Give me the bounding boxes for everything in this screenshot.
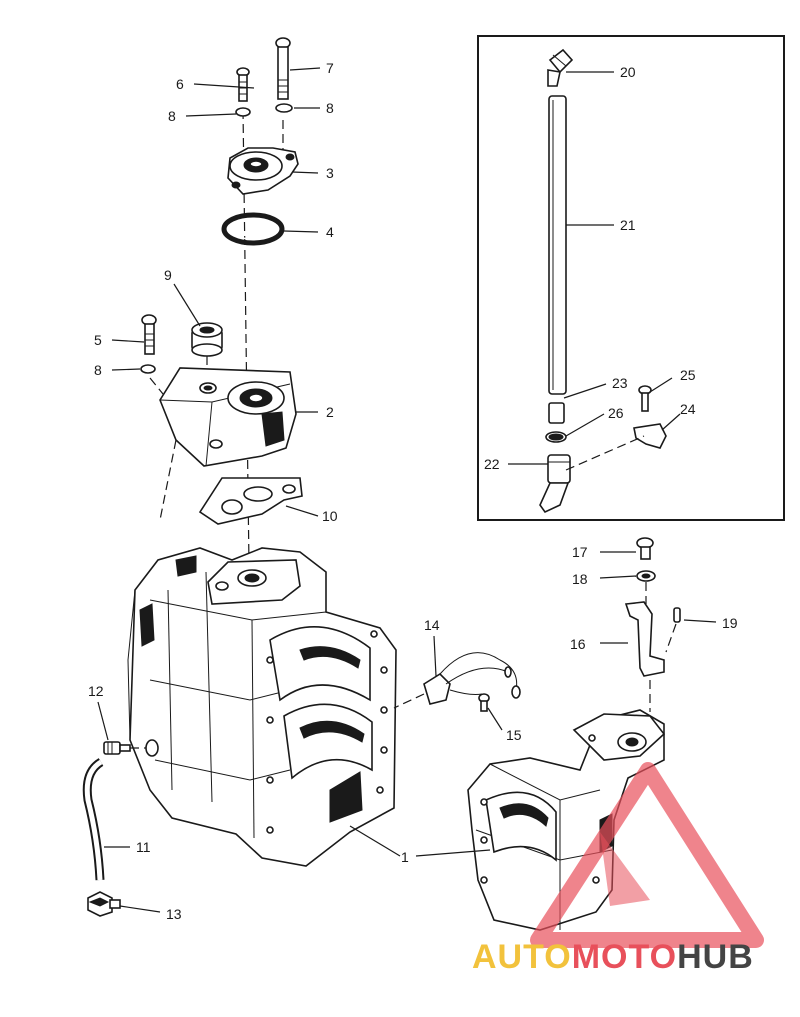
callout-8b: 8 <box>326 100 334 116</box>
watermark-text-moto: MOTO <box>572 938 677 976</box>
callout-14: 14 <box>424 617 440 633</box>
callout-13: 13 <box>166 906 182 922</box>
callout-17: 17 <box>572 544 588 560</box>
washer-left <box>235 107 251 117</box>
bolt-short <box>236 67 250 102</box>
callout-16: 16 <box>570 636 586 652</box>
callout-21: 21 <box>620 217 636 233</box>
bolt-mid <box>141 314 157 355</box>
watermark-text-hub: HUB <box>677 938 754 976</box>
watermark-triangle-inner <box>600 832 650 906</box>
callout-24: 24 <box>680 401 696 417</box>
small-screw <box>638 385 652 412</box>
sensor-harness <box>423 652 521 705</box>
callout-9: 9 <box>164 267 172 283</box>
callout-20: 20 <box>620 64 636 80</box>
crankcase-left <box>127 547 397 867</box>
lower-elbow <box>539 454 571 514</box>
hose-fitting-lower <box>87 891 121 917</box>
callout-25: 25 <box>680 367 696 383</box>
o-ring <box>221 212 285 246</box>
inset-frame <box>477 35 785 521</box>
callout-26: 26 <box>608 405 624 421</box>
long-tube <box>548 95 567 395</box>
callout-22: 22 <box>484 456 500 472</box>
dowel-pin <box>673 607 681 623</box>
hose-fitting-upper <box>103 741 131 755</box>
callout-2: 2 <box>326 404 334 420</box>
bolt-long <box>275 37 291 100</box>
svg-text:AUTOMOTOHUB: AUTOMOTOHUB <box>472 938 754 976</box>
callout-18: 18 <box>572 571 588 587</box>
callout-8c: 8 <box>94 362 102 378</box>
callout-12: 12 <box>88 683 104 699</box>
rubber-grommet <box>191 322 223 357</box>
tube-clamp <box>633 423 667 449</box>
callout-11: 11 <box>136 839 151 855</box>
callout-23: 23 <box>612 375 628 391</box>
elbow-fitting <box>547 48 574 87</box>
callout-4: 4 <box>326 224 334 240</box>
top-cover <box>227 147 299 195</box>
sensor-screw <box>478 693 490 712</box>
callout-6: 6 <box>176 76 184 92</box>
crankcase-right <box>467 709 666 931</box>
tube-sleeve <box>548 402 565 424</box>
watermark-text-auto: AUTO <box>472 938 572 976</box>
bracket-screw <box>636 537 654 560</box>
callout-3: 3 <box>326 165 334 181</box>
callout-1: 1 <box>401 849 409 865</box>
callout-19: 19 <box>722 615 738 631</box>
grommet <box>545 431 567 443</box>
callout-10: 10 <box>322 508 338 524</box>
gasket <box>198 477 303 525</box>
callout-15: 15 <box>506 727 522 743</box>
washer-lower <box>140 364 156 374</box>
bracket <box>624 601 665 677</box>
watermark-logo: AUTOMOTOHUB <box>472 762 764 976</box>
pump-housing <box>159 367 297 467</box>
washer-right <box>275 103 293 113</box>
callout-7: 7 <box>326 60 334 76</box>
bracket-nut <box>636 570 656 582</box>
watermark-triangle-outer <box>530 762 764 948</box>
callout-8a: 8 <box>168 108 176 124</box>
callout-5: 5 <box>94 332 102 348</box>
